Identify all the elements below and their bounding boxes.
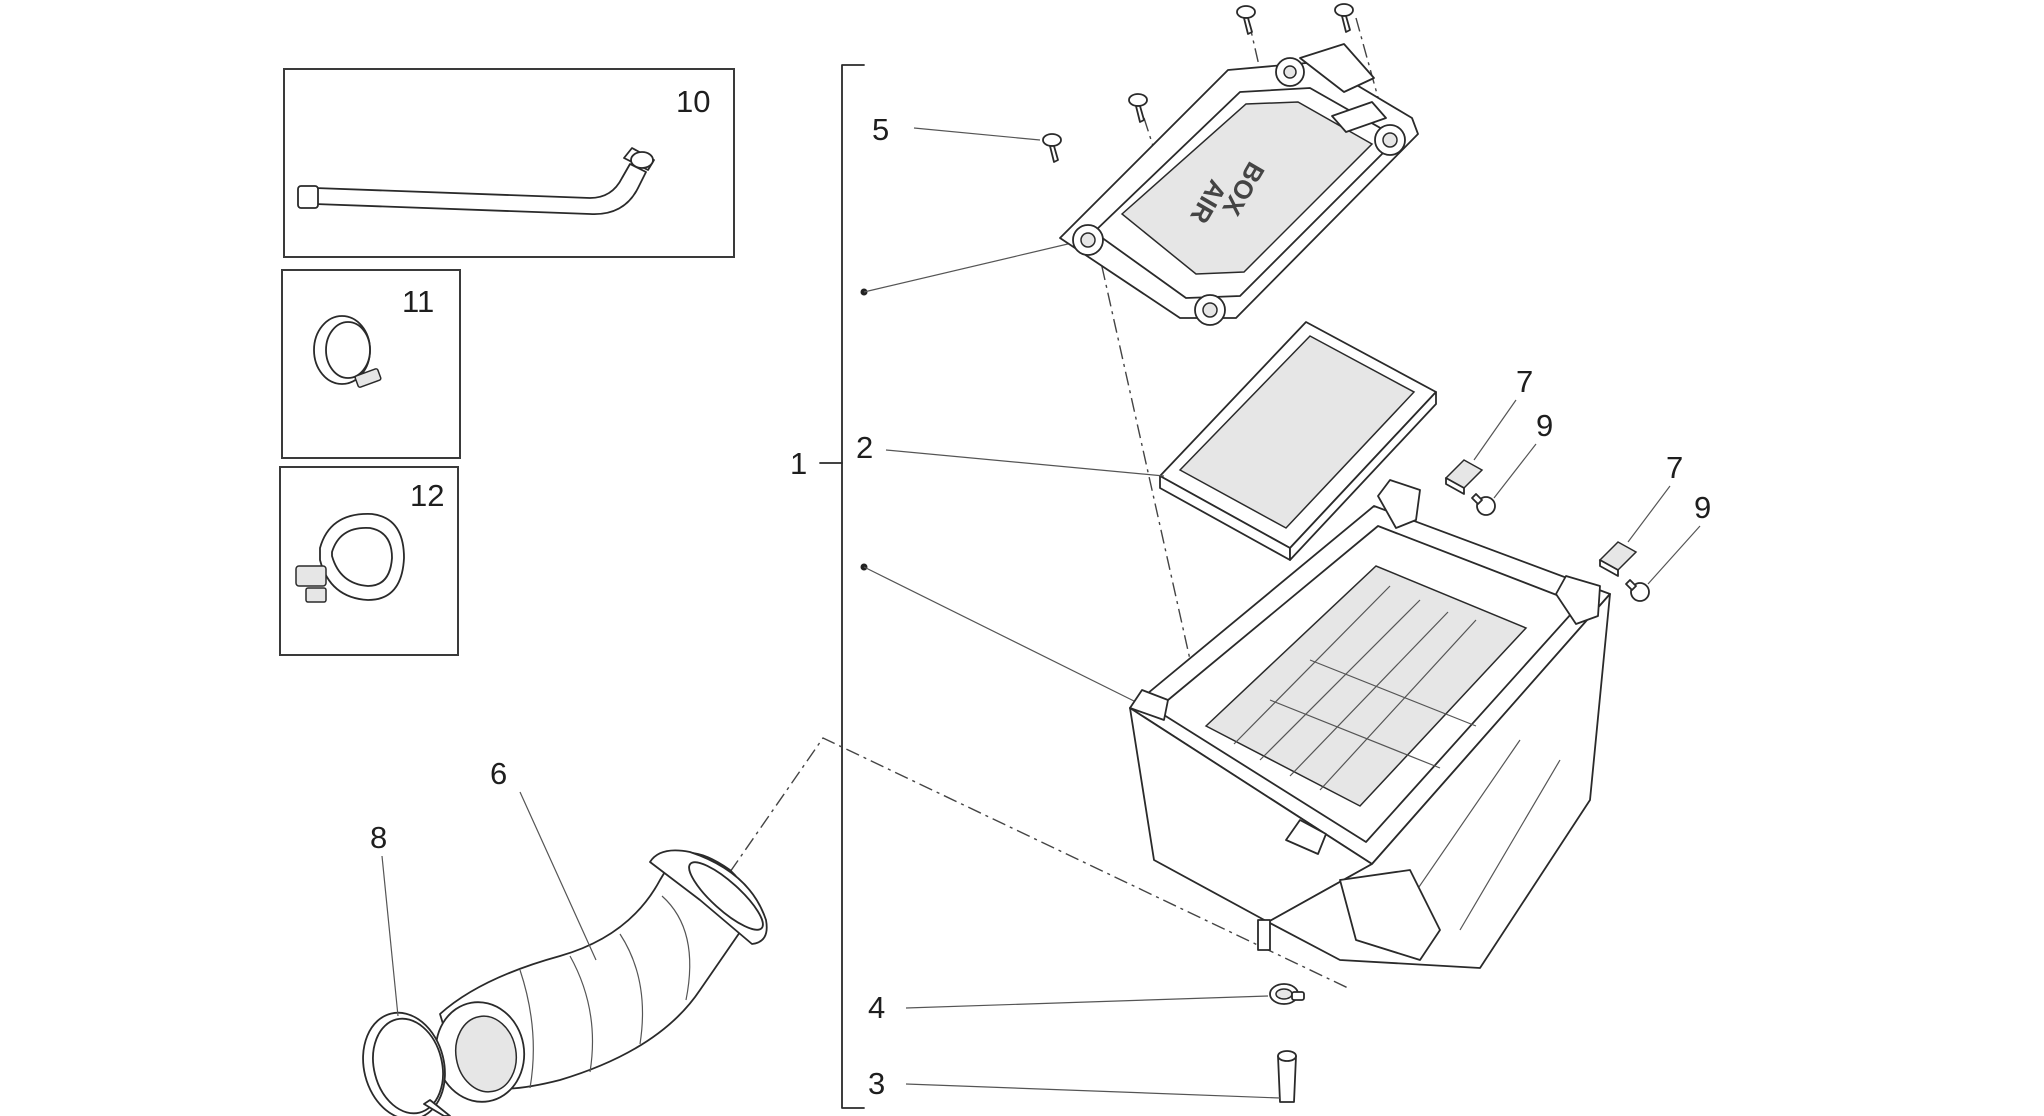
label-2: 2 <box>856 430 873 465</box>
breather-hose <box>314 163 647 215</box>
drain-tube-3: 3 <box>868 1050 1297 1103</box>
label-8: 8 <box>370 820 387 855</box>
hose-end-cap <box>297 185 319 209</box>
label-5: 5 <box>872 112 889 147</box>
label-12: 12 <box>410 478 444 513</box>
label-1: 1 <box>790 446 807 481</box>
screw <box>1128 93 1148 123</box>
small-clamp-4: 4 <box>868 983 1305 1025</box>
hose-clamp-8: 8 <box>362 820 451 1116</box>
inset-part-11: 11 <box>281 269 461 459</box>
label-11: 11 <box>402 284 434 319</box>
clip-nut-7-left: 7 <box>1444 364 1533 495</box>
screw-9-left: 9 <box>1471 408 1553 516</box>
screw-9-right: 9 <box>1625 490 1711 602</box>
cover-screws-5: 5 <box>872 3 1354 163</box>
air-box-housing <box>1129 479 1611 969</box>
label-7-right: 7 <box>1666 450 1683 485</box>
inset-part-10: 10 <box>283 68 735 258</box>
label-9-left: 9 <box>1536 408 1553 443</box>
intake-duct-6: 6 <box>434 756 768 1103</box>
screw <box>1042 133 1062 163</box>
assembly-bracket-1: 1 <box>790 64 1141 1109</box>
label-7-left: 7 <box>1516 364 1533 399</box>
screw <box>1334 3 1354 33</box>
label-9-right: 9 <box>1694 490 1711 525</box>
label-4: 4 <box>868 990 885 1025</box>
inset-part-12: 12 <box>279 466 459 656</box>
clip-nut-7-right: 7 <box>1598 450 1683 577</box>
label-6: 6 <box>490 756 507 791</box>
screw <box>1236 5 1256 35</box>
label-10: 10 <box>676 84 710 119</box>
air-filter-element: 2 <box>856 321 1437 561</box>
label-3: 3 <box>868 1066 885 1101</box>
air-box-cover: AIR BOX <box>1059 43 1419 326</box>
